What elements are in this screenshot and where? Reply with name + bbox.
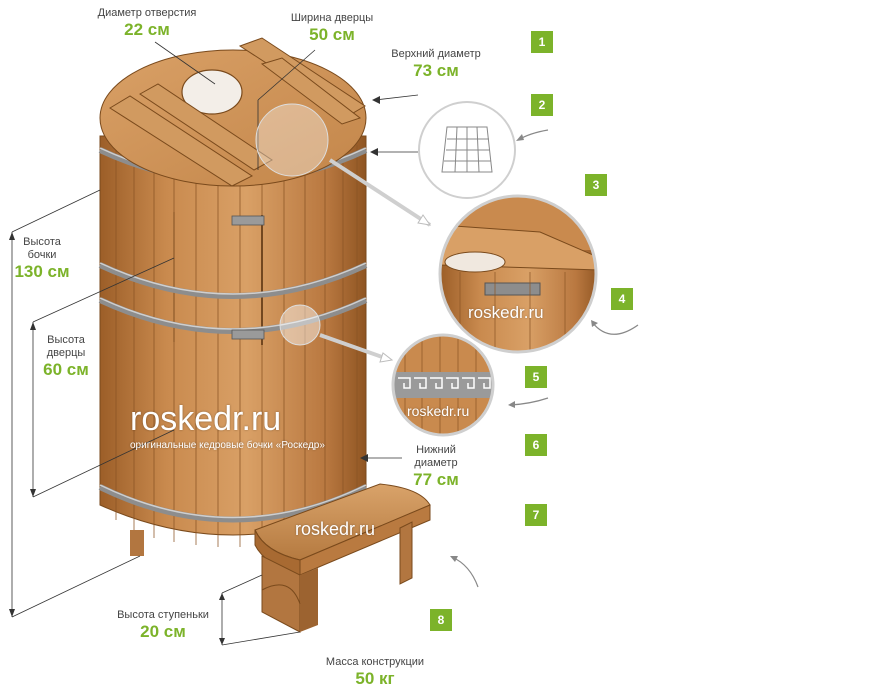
badge-6: 6 [525,434,547,456]
bottom-diameter-value: 77 см [413,470,459,489]
weight-label: Масса конструкции 50 кг [300,656,450,689]
weight-value: 50 кг [355,669,395,688]
hinge-zoom-watermark: roskedr.ru [468,303,544,322]
door-height-label: Высота дверцы 60 см [26,334,106,380]
step-watermark: roskedr.ru [295,519,376,539]
badge-3: 3 [585,174,607,196]
barrel [98,37,368,556]
badge-2: 2 [531,94,553,116]
hinge-zoom [440,196,596,352]
bottom-diameter-label: Нижний диаметр 77 см [396,444,476,490]
barrel-height-value: 130 см [14,262,70,281]
main-watermark: roskedr.ru [130,400,282,438]
hole-diameter-caption: Диаметр отверстия [97,7,197,19]
door-width-label: Ширина дверцы 50 см [262,12,402,45]
barrel-height-caption-1: Высота [23,236,61,248]
badge-4: 4 [611,288,633,310]
badge-7: 7 [525,504,547,526]
step [254,483,431,633]
top-diameter-value: 73 см [413,61,459,80]
step-height-value: 20 см [140,622,186,641]
main-watermark-subtitle: оригинальные кедровые бочки «Роскедр» [130,440,325,451]
step-height-caption: Высота ступеньки [117,609,209,621]
badge-8: 8 [430,609,452,631]
door-width-caption: Ширина дверцы [290,12,374,24]
barrel-height-label: Высота бочки 130 см [2,236,82,282]
pattern-zoom-watermark: roskedr.ru [407,403,470,419]
door-height-caption-1: Высота [47,334,85,346]
bottom-diameter-caption-2: диаметр [414,457,458,469]
badge-5: 5 [525,366,547,388]
top-diameter-caption: Верхний диаметр [391,48,481,60]
top-diameter-label: Верхний диаметр 73 см [376,48,496,81]
pattern-zoom [393,335,493,435]
door-height-caption-2: дверцы [46,347,86,359]
step-height-label: Высота ступеньки 20 см [98,609,228,642]
door-height-value: 60 см [43,360,89,379]
barrel-height-caption-2: бочки [27,249,57,261]
door-width-value: 50 см [309,25,355,44]
bottom-diameter-caption-1: Нижний [416,444,456,456]
badge-1: 1 [531,31,553,53]
hole-diameter-label: Диаметр отверстия 22 см [72,7,222,40]
weight-caption: Масса конструкции [325,656,425,668]
hole-diameter-value: 22 см [124,20,170,39]
dimension-lines [11,41,419,646]
